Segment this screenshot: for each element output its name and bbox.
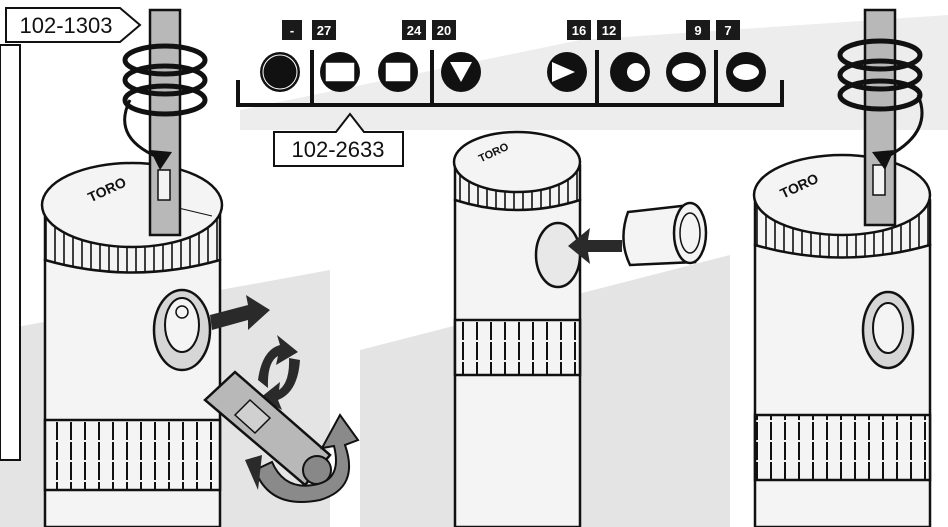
nozzle-tag: 24 <box>402 20 426 40</box>
nozzle-icon <box>441 52 481 92</box>
sprinkler-left-ribbed-band <box>43 418 222 492</box>
sprinkler-right: TORO <box>752 8 932 527</box>
sprinkler-left-cap-top <box>40 161 224 249</box>
arrow-right-icon <box>210 295 270 330</box>
nozzle-icon <box>547 52 587 92</box>
sprinkler-middle-nozzle-port <box>534 221 582 289</box>
tool-part-number-label: 102-1303 <box>20 13 113 38</box>
rack-part-number-callout: 102-2633 <box>273 112 404 167</box>
curved-rotate-arrow-icon <box>253 413 360 503</box>
spiral-coil-icon-right <box>837 38 923 112</box>
nozzle-icon <box>378 52 418 92</box>
nozzle-icon <box>726 52 766 92</box>
svg-text:-: - <box>290 23 294 38</box>
spiral-coil-icon-left <box>122 43 208 117</box>
rack-part-number-label: 102-2633 <box>292 137 385 162</box>
sprinkler-middle-cap-top <box>452 130 582 194</box>
nozzle-icon <box>610 52 650 92</box>
svg-text:9: 9 <box>694 23 701 38</box>
nozzle-tag: 20 <box>432 20 456 40</box>
background-shade-panel-top <box>240 15 948 130</box>
svg-text:7: 7 <box>724 23 731 38</box>
nozzle-tag: 16 <box>567 20 591 40</box>
nozzle-icon <box>260 52 300 92</box>
tool-part-number-callout: 102-1303 <box>5 7 142 43</box>
nozzle-tag: 7 <box>716 20 740 40</box>
sprinkler-middle: TORO <box>452 130 582 527</box>
svg-text:12: 12 <box>602 23 616 38</box>
up-down-arrows-icon <box>258 335 300 410</box>
sprinkler-middle-ribbed-band <box>453 318 582 377</box>
svg-text:24: 24 <box>407 23 422 38</box>
nozzle-insert <box>622 201 708 267</box>
sprinkler-left: TORO <box>40 8 224 527</box>
nozzle-icon <box>320 52 360 92</box>
nozzle-tag: - <box>282 20 302 40</box>
svg-text:20: 20 <box>437 23 451 38</box>
svg-text:27: 27 <box>317 23 331 38</box>
removal-tool <box>203 370 332 487</box>
nozzle-tag: 12 <box>597 20 621 40</box>
previous-step-frame <box>0 44 21 461</box>
svg-text:16: 16 <box>572 23 586 38</box>
nozzle-rack <box>236 50 784 107</box>
nozzle-tag: 27 <box>312 20 336 40</box>
nozzle-tag: 9 <box>686 20 710 40</box>
sprinkler-right-ribbed-band <box>753 413 932 482</box>
nozzle-icon <box>666 52 706 92</box>
arrow-left-icon <box>568 228 622 264</box>
